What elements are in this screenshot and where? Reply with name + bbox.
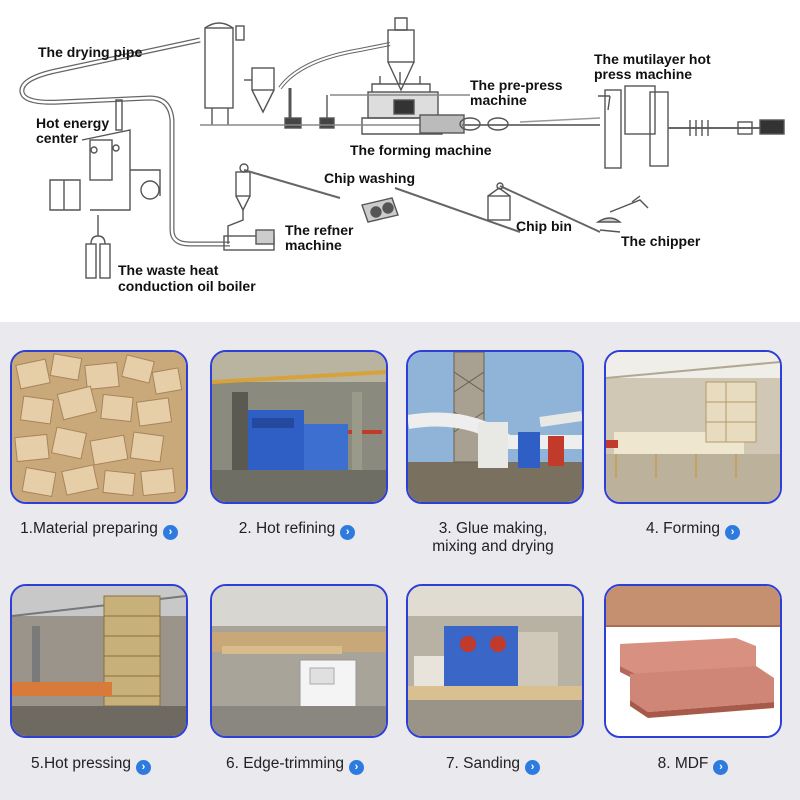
chevron-right-icon: › <box>525 760 541 775</box>
step-7-caption[interactable]: 7. Sanding › <box>398 755 588 775</box>
label-hot-press-line2: press machine <box>594 66 693 82</box>
label-hot-energy-center-line1: Hot energy <box>36 115 110 131</box>
chevron-right-icon: › <box>340 525 356 540</box>
step-7-image <box>406 584 584 738</box>
step-8-image <box>604 584 782 738</box>
step-3-caption[interactable]: 3. Glue making,mixing and drying <box>398 520 588 556</box>
step-4-image <box>604 350 782 504</box>
step-4-label: 4. Forming <box>645 520 721 537</box>
step-7-label: 7. Sanding <box>445 755 521 772</box>
step-3-label-line2: mixing and drying <box>432 538 554 555</box>
step-2-caption[interactable]: 2. Hot refining › <box>202 520 392 540</box>
label-chip-bin: Chip bin <box>516 218 572 234</box>
step-8-label: 8. MDF <box>657 755 709 772</box>
label-refiner-line2: machine <box>285 237 342 253</box>
step-6-caption[interactable]: 6. Edge-trimming › <box>200 755 390 775</box>
step-1-label: 1.Material preparing <box>20 520 158 537</box>
step-8-caption[interactable]: 8. MDF › <box>598 755 788 775</box>
step-3-image <box>406 350 584 504</box>
chevron-right-icon: › <box>162 525 178 540</box>
label-hot-press-line1: The mutilayer hot <box>594 51 711 67</box>
chevron-right-icon: › <box>725 525 741 540</box>
step-6-image <box>210 584 388 738</box>
step-5-caption[interactable]: 5.Hot pressing › <box>0 755 186 775</box>
label-waste-heat-boiler-line2: conduction oil boiler <box>118 278 256 294</box>
step-3-label-line1: 3. Glue making, <box>438 520 548 537</box>
step-1-image <box>10 350 188 504</box>
step-6-label: 6. Edge-trimming <box>225 755 344 772</box>
label-waste-heat-boiler-line1: The waste heat <box>118 262 219 278</box>
step-5-image <box>10 584 188 738</box>
label-hot-energy-center-line2: center <box>36 130 79 146</box>
label-chipper: The chipper <box>621 233 701 249</box>
production-line-diagram: The drying pipe Hot energy center The pr… <box>0 0 800 322</box>
label-forming-machine: The forming machine <box>350 142 492 158</box>
label-pre-press-line2: machine <box>470 92 527 108</box>
step-5-label: 5.Hot pressing <box>31 755 131 772</box>
step-4-caption[interactable]: 4. Forming › <box>598 520 788 540</box>
chevron-right-icon: › <box>713 760 729 775</box>
label-pre-press-line1: The pre-press <box>470 77 563 93</box>
label-drying-pipe: The drying pipe <box>38 44 143 60</box>
label-refiner-line1: The refner <box>285 222 354 238</box>
step-2-image <box>210 350 388 504</box>
step-2-label: 2. Hot refining <box>238 520 336 537</box>
chevron-right-icon: › <box>349 760 364 775</box>
process-steps-panel: 1.Material preparing › 2. Hot refining › <box>0 322 800 800</box>
step-1-caption[interactable]: 1.Material preparing › <box>4 520 194 540</box>
production-line-drawing <box>19 17 785 279</box>
label-chip-washing: Chip washing <box>324 170 415 186</box>
chevron-right-icon: › <box>135 760 151 775</box>
